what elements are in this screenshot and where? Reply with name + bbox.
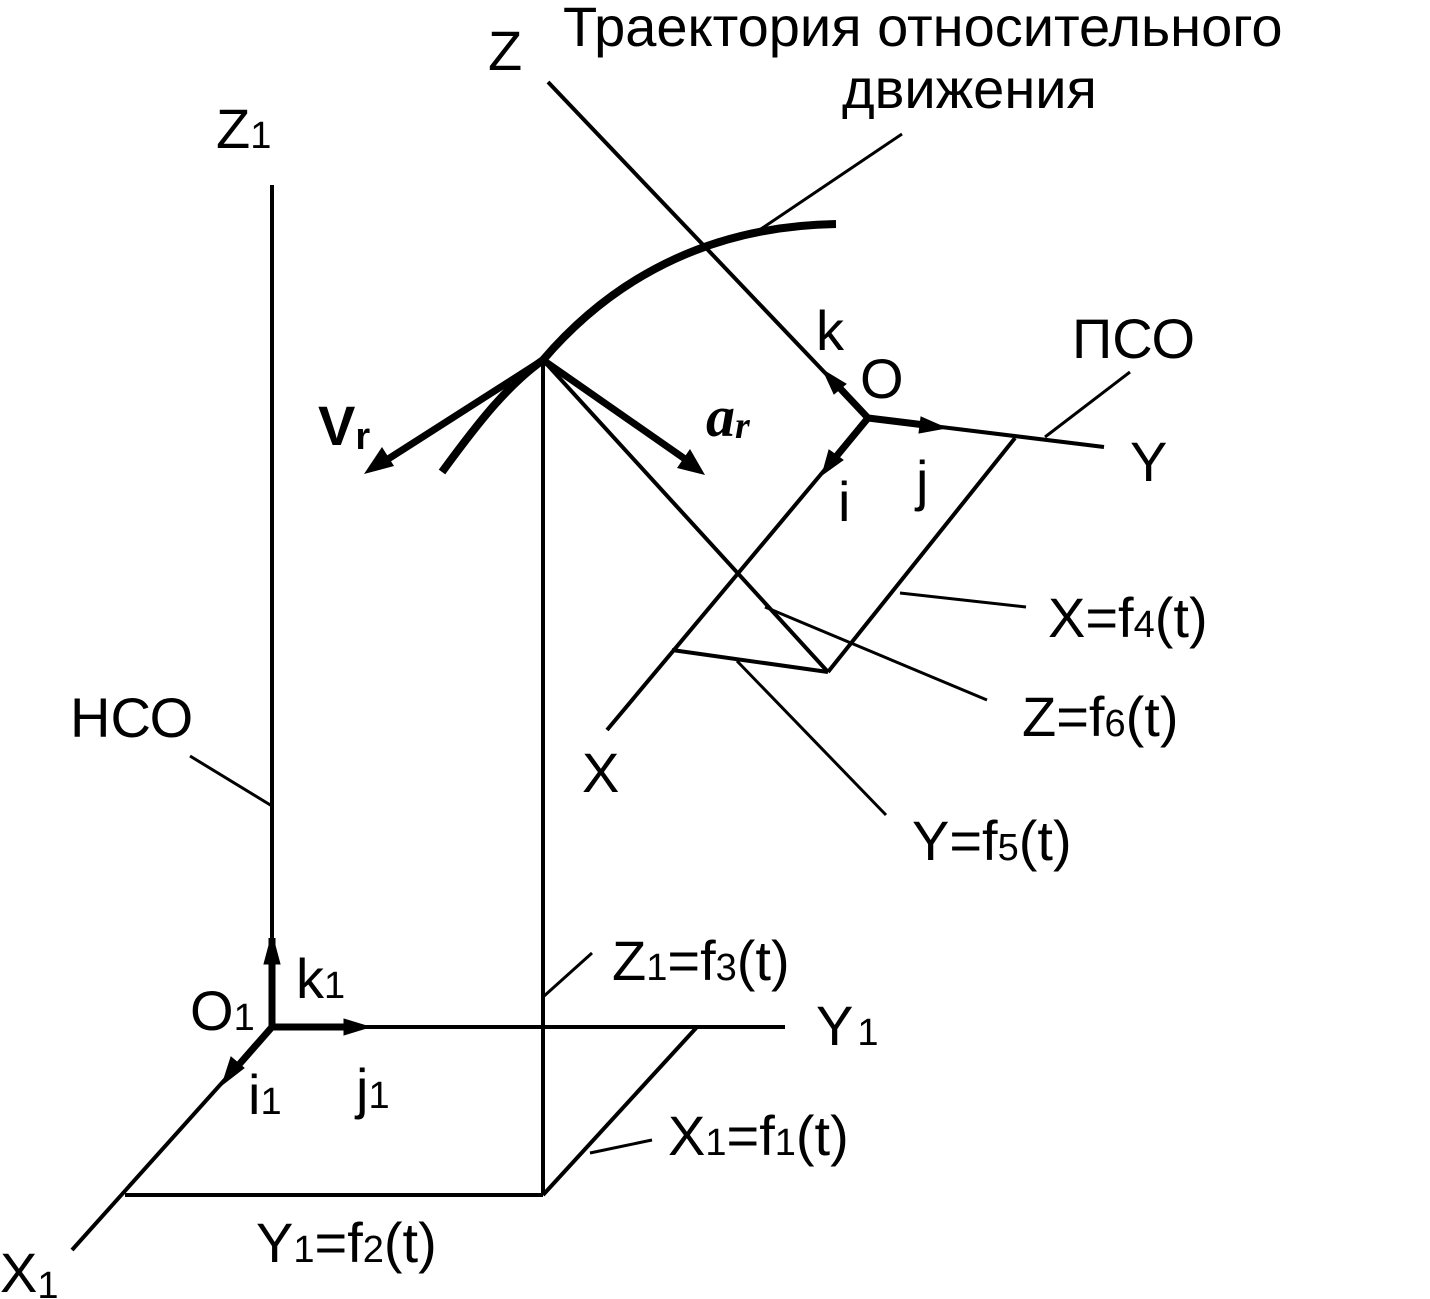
y-eq-leader-line [735, 659, 888, 817]
k1-arrowhead [263, 932, 281, 965]
x1-equation-label: X1=f1(t) [668, 1104, 849, 1167]
z1-eq-leader-line [541, 951, 594, 999]
j-vector [867, 414, 926, 429]
z-equation-label: Z=f6(t) [1022, 685, 1178, 748]
k-unit-label: k [816, 299, 845, 362]
x-equation-label: X=f4(t) [1048, 586, 1208, 649]
velocity-vector [383, 357, 545, 464]
acceleration-vector [540, 357, 688, 462]
trajectory-curve [438, 220, 837, 475]
pso-leader-line [1044, 370, 1131, 439]
trajectory-group [364, 220, 837, 475]
velocity-label: Vr [318, 394, 370, 458]
acceleration-label: ar [706, 384, 751, 449]
x-eq-leader-line [899, 591, 1027, 609]
trajectory-leader-line [751, 132, 903, 237]
projection-y-line [541, 1025, 699, 1197]
fixed-unit-vectors [221, 932, 372, 1087]
j1-arrowhead [343, 1018, 372, 1036]
o1-origin-label: O1 [190, 979, 255, 1042]
projection-rel-y-line [671, 648, 829, 674]
i-vector [832, 415, 871, 461]
trajectory-label-line2: движения [842, 57, 1097, 120]
z1-axis-label: Z1 [216, 97, 271, 160]
i-arrowhead [821, 449, 844, 477]
acceleration-arrowhead [677, 449, 705, 475]
x1-eq-leader-line [589, 1138, 653, 1155]
x1-axis-label: X1 [0, 1241, 59, 1299]
i1-arrowhead [221, 1056, 245, 1087]
projection-rel-z-line [541, 358, 830, 674]
z-axis-label: Z [488, 19, 522, 82]
axis-z-line [546, 80, 870, 420]
i1-vector [233, 1024, 275, 1071]
nso-label: НСО [70, 686, 193, 749]
k1-unit-label: k1 [296, 947, 345, 1010]
x-axis-label: X [582, 741, 619, 804]
i1-unit-label: i1 [248, 1063, 282, 1126]
o-origin-label: O [860, 347, 904, 410]
y-equation-label: Y=f5(t) [912, 809, 1072, 872]
pso-label: ПСО [1072, 307, 1195, 370]
z1-equation-label: Z1=f3(t) [612, 929, 790, 992]
k-vector [833, 381, 871, 421]
nso-leader-line [189, 754, 273, 808]
velocity-arrowhead [364, 447, 394, 474]
j-arrowhead [918, 416, 948, 434]
y-axis-label: Y [1130, 430, 1167, 493]
projection-rel-x-line [826, 436, 1017, 674]
moving-unit-vectors [821, 368, 948, 477]
j-unit-label: j [914, 449, 928, 512]
y1-equation-label: Y1=f2(t) [256, 1211, 437, 1274]
k-arrowhead [821, 368, 847, 395]
j1-unit-label: j1 [354, 1057, 390, 1120]
i-unit-label: i [838, 470, 850, 533]
z-eq-leader-line [764, 605, 988, 702]
trajectory-label-line1: Траектория относительного [563, 0, 1283, 58]
